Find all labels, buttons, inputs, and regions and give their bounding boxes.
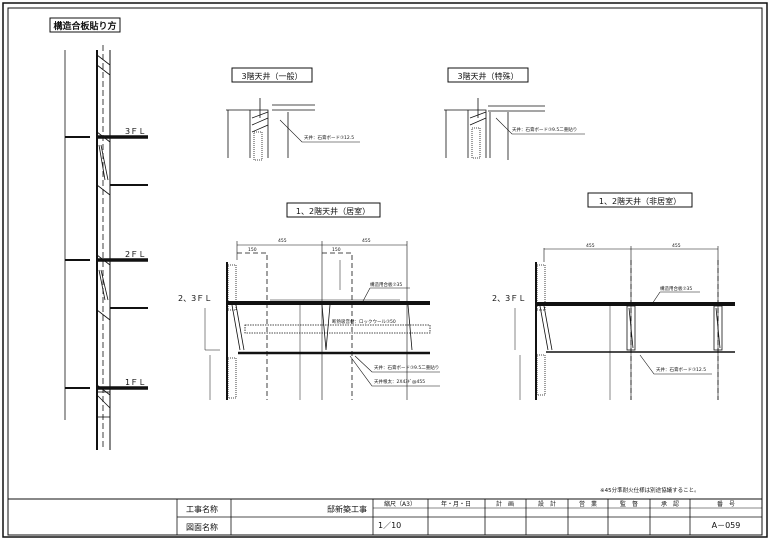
inner-border bbox=[7, 7, 763, 536]
sales-label: 営 業 bbox=[579, 500, 597, 508]
plywood-diagonals bbox=[469, 111, 487, 126]
section-title: 1、2階天井（居室） bbox=[296, 206, 370, 216]
drawing-name-label: 図面名称 bbox=[186, 522, 218, 532]
leader-line bbox=[361, 287, 410, 304]
joist-diagonals bbox=[231, 304, 413, 351]
approval-label: 承 認 bbox=[661, 500, 679, 508]
insulation-hatch bbox=[471, 127, 481, 159]
section-title: 3階天井（一般） bbox=[241, 71, 302, 81]
level-dimension-lines bbox=[204, 308, 220, 400]
section-title-box bbox=[286, 202, 381, 218]
section-third-special: 3階天井（特殊） 天井：石膏ボード⑦9.5二重貼り bbox=[444, 67, 585, 160]
section-title-box bbox=[231, 67, 313, 83]
plan-label: 計 画 bbox=[496, 500, 514, 508]
floor-level-label: 2、3ＦＬ bbox=[178, 294, 212, 303]
section-third-general: 3階天井（一般） 天井：石膏ボード⑦12.5 bbox=[226, 67, 360, 161]
project-name-label: 工事名称 bbox=[186, 504, 218, 514]
design-label: 設 計 bbox=[538, 500, 556, 508]
section-title: 3階天井（特殊） bbox=[457, 71, 518, 81]
section-title-box bbox=[587, 192, 693, 208]
leader-line bbox=[354, 355, 440, 373]
title-block: 工事名称 邸新築工事 図面名称 縮尺（A3） 1／10 年・月・日 計 画 設 … bbox=[8, 498, 762, 535]
ceiling-joist bbox=[626, 305, 636, 351]
plywood-diagonals bbox=[96, 54, 111, 409]
left-title-box bbox=[49, 17, 121, 33]
section-linework bbox=[444, 98, 545, 158]
joist-centerlines bbox=[237, 252, 353, 400]
section-title-box bbox=[447, 67, 529, 83]
project-name-value: 邸新築工事 bbox=[327, 504, 367, 514]
dimension-lines bbox=[236, 241, 408, 400]
section-living: 1、2階天井（居室） 2、3ＦＬ 455 455 150 150 構造用合板⑦3… bbox=[178, 202, 440, 400]
plywood-note: 構造用合板⑦35 bbox=[370, 281, 402, 288]
level-line bbox=[445, 110, 509, 160]
floor-label-1fl: 1ＦＬ bbox=[125, 378, 146, 387]
supervisor-label: 監 督 bbox=[620, 500, 638, 508]
ceiling-note: 天井：石膏ボード⑦12.5 bbox=[656, 366, 706, 373]
left-section: 構造合板貼り方 3ＦＬ 2ＦＬ 1ＦＬ bbox=[49, 17, 148, 450]
ceiling-joist bbox=[713, 305, 723, 351]
scale-label: 縮尺（A3） bbox=[384, 500, 416, 508]
level-line bbox=[227, 110, 289, 158]
leader-line bbox=[651, 291, 700, 305]
dimension-455: 455 bbox=[278, 238, 287, 244]
plywood-note: 構造用合板⑦35 bbox=[660, 285, 692, 292]
scale-value: 1／10 bbox=[378, 521, 401, 530]
wall-insulation-hatch bbox=[536, 354, 546, 396]
dimension-455: 455 bbox=[586, 243, 595, 249]
ceiling-note: 天井：石膏ボード⑦9.5二重貼り bbox=[512, 126, 577, 133]
drawing-number: A－059 bbox=[712, 521, 741, 530]
leader-line bbox=[495, 117, 585, 135]
wall-insulation-hatch bbox=[227, 264, 237, 311]
ceiling-note: 天井：石膏ボード⑦9.5二重貼り bbox=[374, 364, 439, 371]
dimension-455: 455 bbox=[672, 243, 681, 249]
floor-label-2fl: 2ＦＬ bbox=[125, 250, 146, 259]
insulation-hatch bbox=[253, 131, 263, 161]
section-linework bbox=[226, 98, 315, 158]
dimension-150: 150 bbox=[248, 247, 257, 253]
floor-level-label: 2、3ＦＬ bbox=[492, 294, 526, 303]
left-title: 構造合板貼り方 bbox=[53, 20, 116, 32]
wall-insulation-hatch bbox=[227, 357, 237, 399]
plywood-diagonals bbox=[251, 111, 269, 133]
date-label: 年・月・日 bbox=[441, 500, 471, 508]
foundation-block bbox=[96, 391, 111, 418]
level-dimension-lines bbox=[514, 305, 611, 400]
number-label: 番 号 bbox=[717, 501, 735, 508]
dimension-lines bbox=[543, 246, 719, 400]
dimension-455: 455 bbox=[362, 238, 371, 244]
ceiling-note: 天井：石膏ボード⑦12.5 bbox=[304, 134, 354, 141]
joist-note: 天井根太：2X4ｽｷﾞ@455 bbox=[374, 378, 425, 385]
dimension-lines bbox=[270, 260, 400, 400]
leader-line bbox=[279, 119, 360, 143]
section-non-living: 1、2階天井（非居室） 2、3ＦＬ 455 455 構造用合板⑦35 天井：石膏… bbox=[492, 192, 735, 400]
floor-label-3fl: 3ＦＬ bbox=[125, 127, 146, 136]
rockwool-insulation bbox=[244, 324, 431, 334]
joist-diagonals bbox=[539, 305, 721, 351]
insulation-note: 断熱吸音材：ロックウール⑦50 bbox=[332, 318, 396, 325]
leader-line bbox=[349, 355, 440, 387]
section-title: 1、2階天井（非居室） bbox=[599, 196, 681, 206]
dimension-150: 150 bbox=[332, 247, 341, 253]
joist-centerlines bbox=[630, 260, 719, 400]
leader-line bbox=[639, 354, 712, 375]
fire-resistance-note: ※45分準耐火仕様は別途協議すること。 bbox=[600, 486, 700, 494]
title-block-grid bbox=[8, 498, 762, 535]
